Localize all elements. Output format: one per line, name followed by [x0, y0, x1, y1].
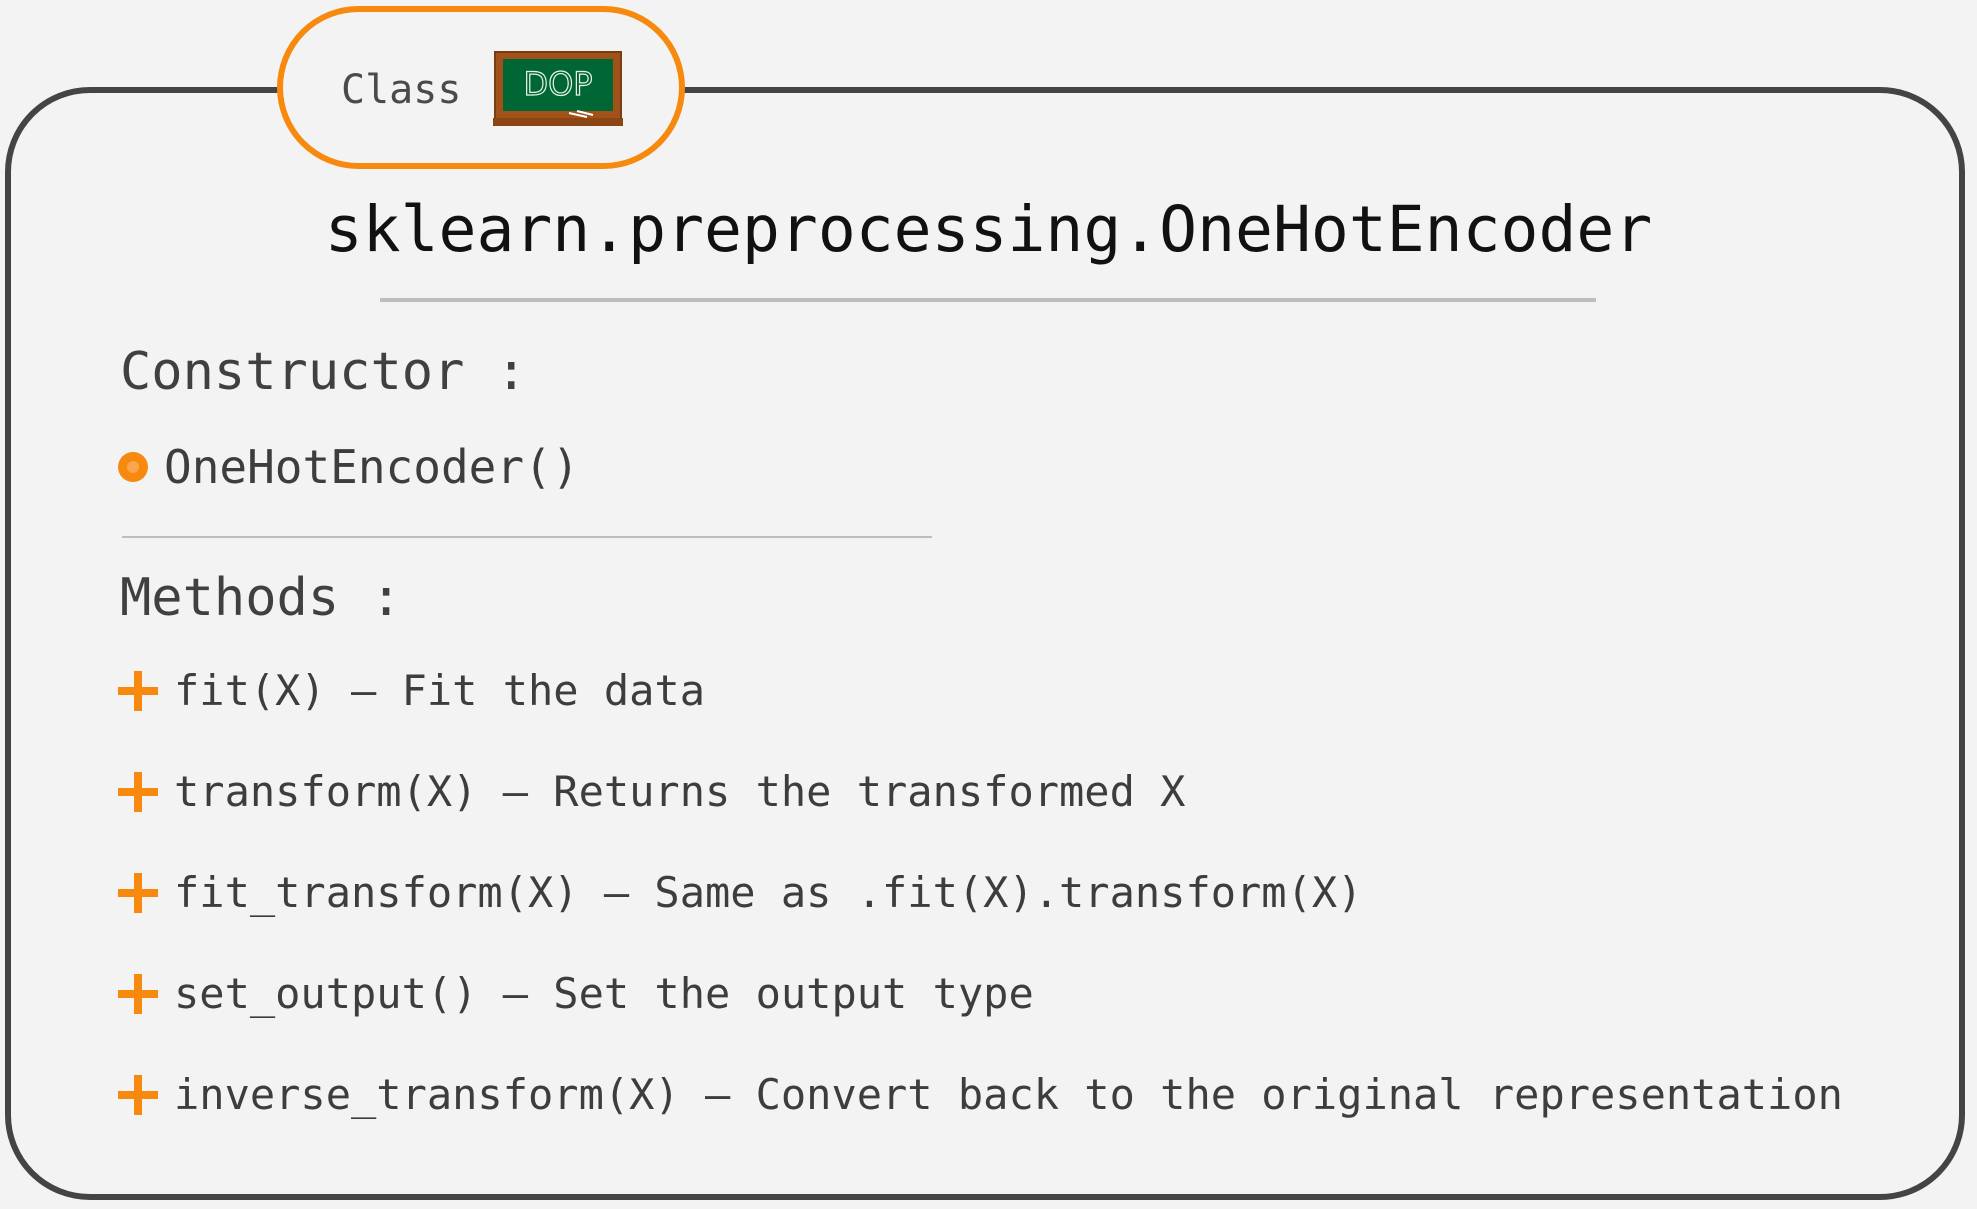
class-tag-label: Class [341, 67, 462, 113]
section-divider [122, 536, 932, 538]
constructor-heading: Constructor : [120, 342, 527, 402]
plus-icon [118, 974, 158, 1014]
class-title: sklearn.preprocessing.OneHotEncoder [324, 193, 1653, 266]
method-text: fit(X) — Fit the data [174, 666, 706, 715]
class-card [5, 87, 1965, 1200]
method-item: set_output() — Set the output type [118, 973, 1034, 1015]
class-tag: Class DOP [277, 6, 685, 169]
plus-icon [118, 873, 158, 913]
method-text: set_output() — Set the output type [174, 969, 1034, 1018]
bullet-icon [118, 452, 148, 482]
method-item: inverse_transform(X) — Convert back to t… [118, 1074, 1843, 1116]
method-item: fit_transform(X) — Same as .fit(X).trans… [118, 872, 1362, 914]
constructor-item: OneHotEncoder() [118, 444, 579, 490]
plus-icon [118, 772, 158, 812]
method-item: transform(X) — Returns the transformed X [118, 771, 1185, 813]
chalkboard-icon: DOP [493, 51, 623, 126]
plus-icon [118, 1075, 158, 1115]
method-item: fit(X) — Fit the data [118, 670, 705, 712]
plus-icon [118, 671, 158, 711]
constructor-signature: OneHotEncoder() [164, 440, 580, 494]
method-text: inverse_transform(X) — Convert back to t… [174, 1070, 1843, 1119]
title-divider [380, 298, 1596, 302]
method-text: fit_transform(X) — Same as .fit(X).trans… [174, 868, 1363, 917]
board-text: DOP [523, 65, 592, 103]
methods-heading: Methods : [120, 568, 402, 628]
method-text: transform(X) — Returns the transformed X [174, 767, 1186, 816]
